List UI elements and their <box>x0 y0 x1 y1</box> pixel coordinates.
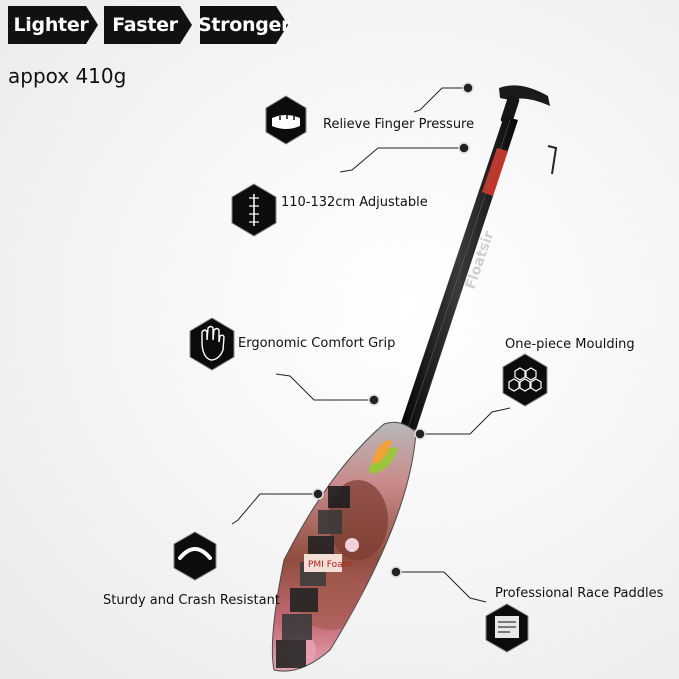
tag-stronger: Stronger <box>198 14 291 36</box>
pmi-foam-label: PMI Foam <box>308 560 351 570</box>
tag-lighter: Lighter <box>13 14 89 36</box>
feature-professional-race-paddles: Professional Race Paddles <box>495 586 664 601</box>
tag-stronger-shape <box>200 6 288 44</box>
weight-text: appox 410g <box>8 64 127 88</box>
leaf-logo-icon <box>368 447 398 474</box>
feature-relieve-finger-pressure: Relieve Finger Pressure <box>323 117 475 132</box>
tag-lighter-shape <box>8 6 98 44</box>
tag-shapes <box>8 6 288 44</box>
handle-clip-icon <box>547 145 558 175</box>
paddle-blade: PMI Foam <box>271 421 417 672</box>
leader-lines <box>231 87 511 603</box>
ruler-icon <box>231 183 277 237</box>
finger-pressure-icon <box>265 95 307 145</box>
arc-icon <box>173 531 217 581</box>
honeycomb-icon <box>502 353 548 407</box>
tag-faster: Faster <box>112 14 178 36</box>
feature-one-piece-moulding: One-piece Moulding <box>505 337 635 352</box>
hand-icon <box>189 317 235 371</box>
tag-faster-shape <box>104 6 192 44</box>
feature-ergonomic-grip: Ergonomic Comfort Grip <box>238 336 396 351</box>
feature-adjustable-length: 110-132cm Adjustable <box>281 195 428 210</box>
pmi-foam-badge <box>304 554 342 572</box>
feature-tags: Lighter Faster Stronger <box>8 6 308 44</box>
certificate-icon <box>485 603 529 653</box>
paddle-shaft <box>400 116 518 430</box>
feature-sturdy-crash-resistant: Sturdy and Crash Resistant <box>103 593 280 608</box>
leader-dots <box>312 82 474 578</box>
